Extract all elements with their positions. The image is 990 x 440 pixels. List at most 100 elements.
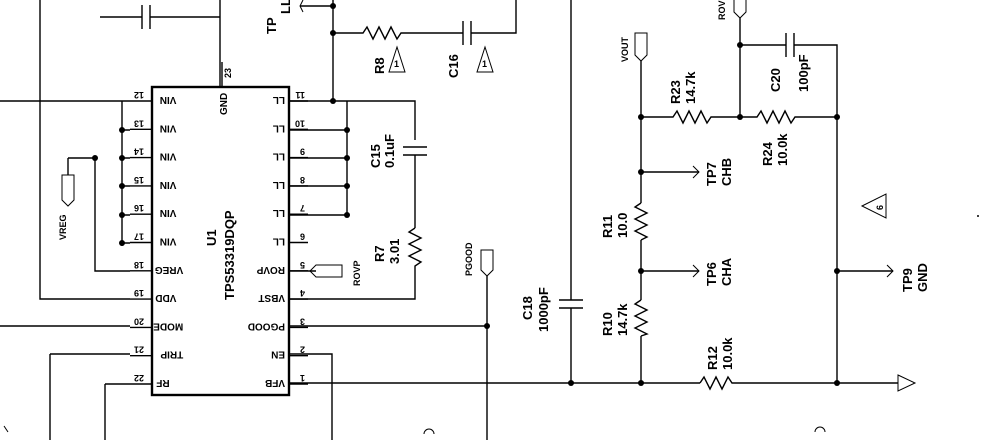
ic-pin-number: 3: [300, 316, 305, 326]
ic-pin-number: 4: [300, 288, 305, 298]
ic-pin-name: PGOOD: [248, 320, 285, 331]
tp9-ref: TP9: [900, 268, 915, 292]
ic-pin-number: 1: [300, 373, 305, 383]
vout-label: VOUT: [620, 36, 630, 62]
ic-pin-number: 10: [295, 118, 305, 128]
r8-flag: 1: [394, 59, 399, 69]
ic-pin-number: 21: [134, 345, 144, 355]
ic-pin-name: EN: [271, 349, 285, 360]
resistor-r12: R12 10.0k: [699, 337, 735, 391]
resistor-r10: R10 14.7k: [600, 299, 649, 337]
resistor-r8: 1 R8: [333, 25, 463, 74]
vreg-net: VREG: [58, 155, 130, 272]
ic-pin-name: VIN: [160, 236, 177, 247]
ic-u1: U1 TPS53319DQP GND 23: [150, 62, 291, 397]
bottom-edge-marks: [3, 215, 979, 435]
ic-pin-name: VDD: [155, 292, 176, 303]
rovp-net: ROVP: [289, 260, 362, 286]
r11-ref: R11: [600, 215, 615, 238]
ic-pin-number: 9: [300, 147, 305, 157]
ic-pin-number: 20: [134, 316, 144, 326]
ic-pin-name: LL: [273, 236, 285, 247]
ic-pin-name: VFB: [265, 377, 285, 388]
ic-pin-name: LL: [273, 179, 285, 190]
c18-ref: C18: [520, 296, 535, 320]
c20-ref: C20: [768, 68, 783, 92]
ic-gnd-number: 23: [223, 68, 233, 78]
c16-ref: C16: [446, 54, 461, 78]
vreg-label: VREG: [58, 214, 68, 240]
r12-ref: R12: [705, 346, 720, 370]
r11-value: 10.0: [615, 213, 630, 238]
en-wire: [289, 353, 333, 440]
c16-flag: 1: [482, 59, 487, 69]
r10-value: 14.7k: [615, 303, 630, 336]
r23-value: 14.7k: [683, 71, 698, 104]
ic-pin-name: TRIP: [160, 349, 183, 360]
pgood-label: PGOOD: [464, 242, 474, 276]
top-left-capacitor: [100, 0, 221, 100]
capacitor-c15: C15 0.1uF: [368, 134, 427, 228]
tp-top-label: TP: [264, 17, 279, 34]
ic-pin-name: ROVP: [256, 264, 285, 275]
testpoint-tp9: TP9 GND: [837, 263, 930, 292]
testpoint-tp7: TP7 CHB: [641, 158, 734, 186]
ic-pin-name: MODE: [153, 320, 183, 331]
tp9-name: GND: [915, 263, 930, 292]
ic-pin-name: LL: [273, 151, 285, 162]
flag-6: 6: [860, 193, 887, 219]
ic-pin-name: VIN: [160, 94, 177, 105]
testpoint-tp6: TP6 CHA: [641, 257, 734, 286]
r24-ref: R24: [760, 141, 775, 166]
rov-top-label: ROV: [717, 0, 727, 20]
ic-pin-number: 7: [300, 203, 305, 213]
resistor-r11: R11 10.0: [600, 202, 649, 241]
ic-pin-number: 12: [134, 90, 144, 100]
vout-net: VOUT: [620, 32, 648, 120]
r10-ref: R10: [600, 312, 615, 336]
resistor-r23: R23 14.7k: [641, 71, 743, 125]
tp-top-sub: LL: [278, 0, 293, 14]
ic-pin-name: LL: [273, 122, 285, 133]
ic-ref: U1: [204, 229, 219, 246]
vin-bus: [119, 101, 130, 246]
capacitor-c16: 1 C16: [446, 0, 517, 78]
ic-pin-number: 19: [134, 288, 144, 298]
c15-ref: C15: [368, 144, 383, 168]
flag-6-text: 6: [875, 205, 885, 210]
vfb-net: [289, 374, 917, 392]
ic-left-pins: VIN12VIN13VIN14VIN15VIN16VIN17VREG18VDD1…: [130, 90, 183, 388]
tp7-name: CHB: [719, 158, 734, 186]
ic-pin-number: 5: [300, 260, 305, 270]
ic-pin-name: VBST: [258, 292, 285, 303]
ic-part: TPS53319DQP: [222, 210, 237, 300]
divider-column: [638, 117, 644, 383]
ic-pin-number: 6: [300, 232, 305, 242]
ic-pin-name: VIN: [160, 151, 177, 162]
ll-bus: [289, 0, 416, 218]
ic-pin-number: 17: [134, 232, 144, 242]
capacitor-c18: C18 1000pF: [520, 0, 583, 383]
ic-pin-number: 2: [300, 345, 305, 355]
tp7-ref: TP7: [704, 162, 719, 186]
ic-pin-name: RF: [156, 377, 169, 388]
ic-pin-name: LL: [273, 207, 285, 218]
ic-pin-number: 22: [134, 373, 144, 383]
tp6-name: CHA: [719, 257, 734, 286]
r7-value: 3.01: [387, 239, 402, 264]
c20-value: 100pF: [796, 54, 811, 92]
ic-gnd-label: GND: [219, 93, 230, 115]
ic-pin-number: 14: [134, 147, 144, 157]
resistor-r24: R24 10.0k: [740, 109, 840, 166]
left-rail-wires: [0, 0, 130, 440]
r7-ref: R7: [372, 245, 387, 262]
r12-value: 10.0k: [720, 337, 735, 370]
ic-pin-name: VREG: [155, 264, 184, 275]
rovp-label: ROVP: [352, 260, 362, 286]
ic-pin-number: 13: [134, 118, 144, 128]
c15-value: 0.1uF: [382, 134, 397, 168]
ic-pin-name: LL: [273, 94, 285, 105]
resistor-r7: R7 3.01: [289, 227, 423, 300]
